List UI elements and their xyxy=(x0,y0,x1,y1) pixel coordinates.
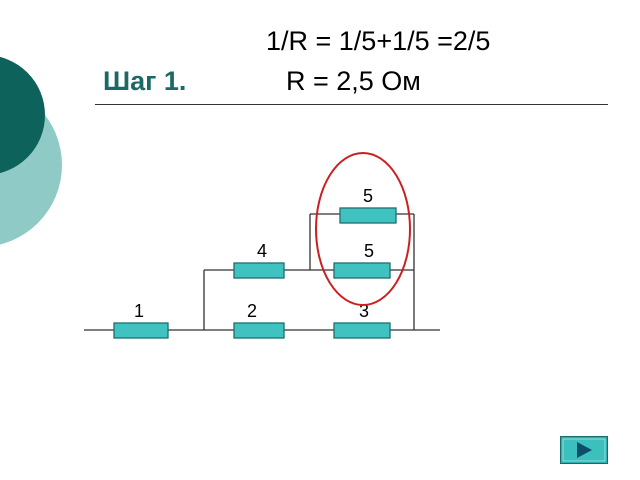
step-title: Шаг 1. xyxy=(103,66,187,96)
resistor-label-4: 4 xyxy=(257,241,267,261)
resistor-1 xyxy=(113,322,169,339)
decorative-circles xyxy=(0,0,80,280)
resistor-2 xyxy=(233,322,285,339)
resistor-4 xyxy=(233,262,285,279)
resistors xyxy=(113,207,397,339)
resistor-label-1: 1 xyxy=(134,301,144,321)
resistor-label-2: 2 xyxy=(247,301,257,321)
resistor-5-lower xyxy=(333,262,391,279)
resistor-label-5-upper: 5 xyxy=(363,186,373,206)
resistor-label-5-lower: 5 xyxy=(364,241,374,261)
deco-dark-circle xyxy=(0,56,45,174)
formula-text: 1/R = 1/5+1/5 =2/5 xyxy=(266,26,491,56)
next-slide-button[interactable] xyxy=(560,436,608,464)
resistor-5-upper xyxy=(339,207,397,224)
resistor-label-3: 3 xyxy=(359,301,369,321)
highlight-circle xyxy=(315,152,411,306)
play-arrow-icon xyxy=(577,442,592,458)
result-text: R = 2,5 Ом xyxy=(286,66,421,96)
title-divider xyxy=(95,104,608,105)
resistor-3 xyxy=(333,322,391,339)
circuit-wires xyxy=(84,213,440,331)
